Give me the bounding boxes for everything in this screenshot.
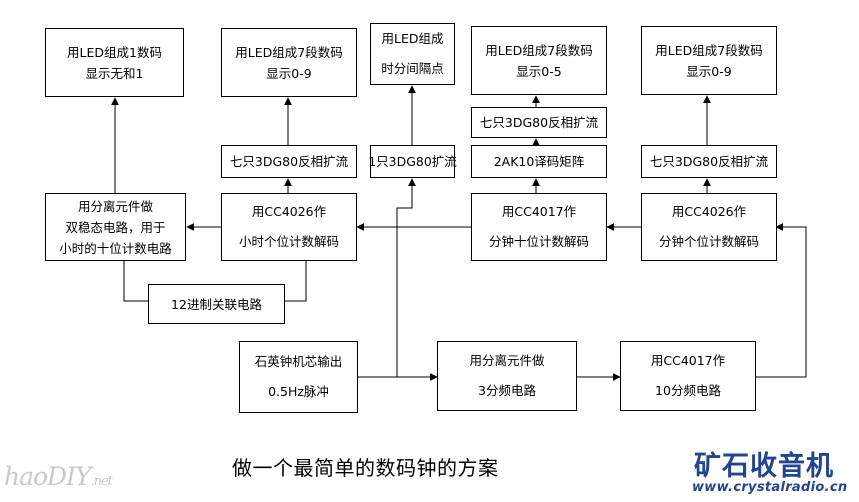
display-min-tens-box: 用LED组成7段数码 显示0-5 (471, 26, 607, 95)
crystalradio-logo-name: 矿石收音机 (694, 451, 834, 482)
oscillator-box: 石英钟机芯输出 0.5Hz脉冲 (239, 341, 358, 413)
label-line: 用分离元件做 (77, 198, 153, 214)
label-line: 七只3DG80反相扩流 (479, 115, 599, 130)
label-line: 石英钟机芯输出 (254, 354, 343, 369)
label-line: 0.5Hz脉冲 (268, 384, 329, 399)
label-line: 2AK10译码矩阵 (493, 154, 585, 169)
label-line: 七只3DG80反相扩流 (229, 154, 349, 169)
label-line: 1只3DG80扩流 (368, 154, 457, 169)
display-colon-box: 用LED组成 时分间隔点 (370, 23, 455, 85)
crystalradio-logo-url: www.crystalradio.cn (692, 480, 848, 495)
label-line: 小时的十位计数电路 (59, 240, 172, 256)
driver-min-ones-box: 七只3DG80反相扩流 (641, 145, 777, 178)
label-line: 用CC4026作 (251, 204, 327, 219)
label-line: 双稳态电路，用于 (65, 219, 166, 235)
label-line: 用CC4026作 (671, 204, 747, 219)
divider-10-box: 用CC4017作 10分频电路 (620, 341, 756, 411)
driver-min-tens-box: 七只3DG80反相扩流 (471, 107, 607, 138)
counter-hour-tens-box: 用分离元件做 双稳态电路，用于 小时的十位计数电路 (45, 193, 186, 261)
decode-matrix-box: 2AK10译码矩阵 (471, 145, 607, 178)
driver-colon-box: 1只3DG80扩流 (368, 145, 457, 178)
counter-min-tens-box: 用CC4017作 分钟十位计数解码 (471, 193, 607, 261)
label-line: 用LED组成7段数码 (655, 42, 763, 58)
label-line: 显示0-5 (516, 63, 562, 79)
label-line: 10分频电路 (655, 383, 721, 398)
label-line: 七只3DG80反相扩流 (649, 154, 769, 169)
label-line: 用LED组成1数码 (67, 44, 162, 60)
logo-main: haoDIY (4, 462, 91, 491)
driver-hour-ones-box: 七只3DG80反相扩流 (221, 145, 357, 178)
label-line: 小时个位计数解码 (238, 234, 339, 249)
label-line: 显示0-9 (686, 63, 732, 79)
label-line: 3分频电路 (478, 383, 536, 398)
label-line: 用分离元件做 (469, 353, 545, 368)
haodiy-logo: haoDIY.net (4, 462, 113, 491)
logo-suffix: .net (90, 474, 112, 489)
diagram-caption: 做一个最简单的数码钟的方案 (232, 456, 499, 480)
label-line: 用CC4017作 (650, 353, 726, 368)
label-line: 显示0-9 (266, 65, 312, 81)
label-line: 12进制关联电路 (171, 296, 262, 312)
counter-hour-ones-box: 用CC4026作 小时个位计数解码 (221, 193, 357, 261)
label-line: 用LED组成 (381, 31, 444, 46)
label-line: 用CC4017作 (501, 204, 577, 219)
display-hour-ones-box: 用LED组成7段数码 显示0-9 (221, 28, 357, 97)
reset-link-hour-tens (123, 261, 148, 302)
display-min-ones-box: 用LED组成7段数码 显示0-9 (641, 26, 777, 95)
counter-min-ones-box: 用CC4026作 分钟个位计数解码 (641, 193, 777, 261)
label-line: 时分间隔点 (381, 61, 444, 76)
reset-12-box: 12进制关联电路 (148, 284, 285, 324)
label-line: 用LED组成7段数码 (485, 42, 593, 58)
label-line: 分钟个位计数解码 (658, 234, 759, 249)
label-line: 用LED组成7段数码 (235, 44, 343, 60)
label-line: 分钟十位计数解码 (488, 234, 589, 249)
arrow-div10-to-min-ones (756, 223, 807, 378)
divider-3-box: 用分离元件做 3分频电路 (437, 341, 577, 411)
label-line: 显示无和1 (85, 65, 144, 81)
arrow-osc-to-colon-driver (396, 178, 416, 377)
reset-link-hour-ones (285, 261, 307, 302)
display-hour-tens-box: 用LED组成1数码 显示无和1 (45, 28, 184, 97)
